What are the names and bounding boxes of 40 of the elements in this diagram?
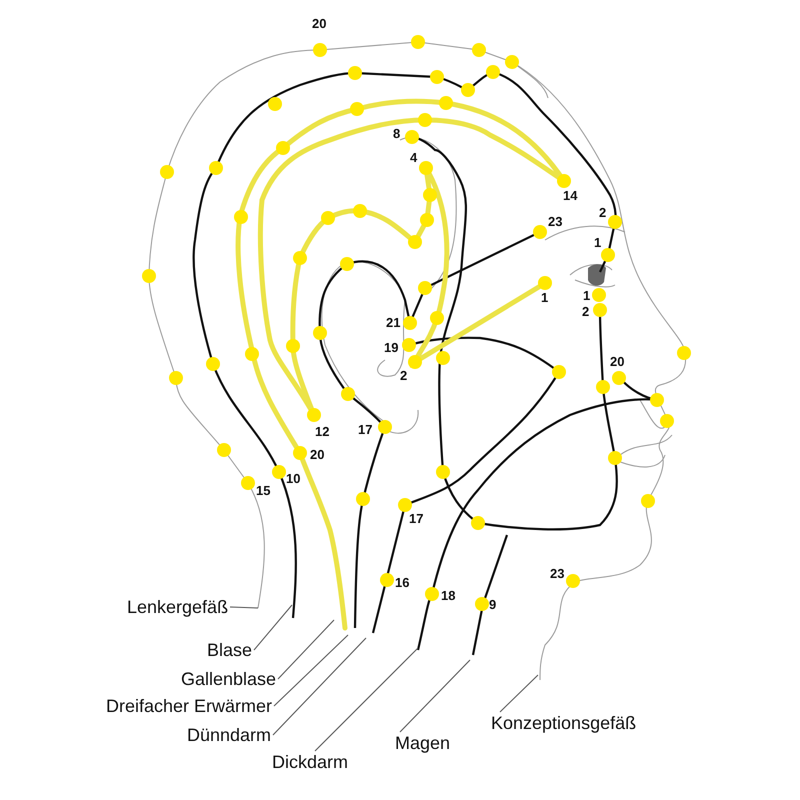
leader-line (254, 604, 292, 650)
point-number: 16 (395, 576, 410, 590)
point-number: 20 (610, 355, 624, 369)
meridian-label: Dreifacher Erwärmer (106, 696, 272, 716)
leader-line (278, 620, 334, 680)
leader-line (274, 634, 348, 706)
leader-line (230, 606, 258, 608)
leader-line (500, 674, 538, 712)
point-number: 1 (594, 236, 602, 250)
point-number: 17 (358, 423, 372, 437)
point-number: 14 (563, 189, 578, 203)
point-number: 19 (384, 341, 398, 355)
point-number: 8 (393, 127, 400, 141)
meridian-label: Gallenblase (181, 669, 276, 689)
meridian-label: Blase (207, 640, 252, 660)
meridian-label: Dickdarm (272, 752, 348, 772)
point-number: 1 (583, 289, 590, 303)
point-number: 1 (541, 291, 548, 305)
point-number: 17 (409, 512, 424, 526)
point-number: 23 (550, 567, 564, 581)
leader-line (400, 660, 470, 732)
point-number: 21 (386, 316, 400, 330)
point-number: 15 (256, 484, 270, 498)
meridian-label: Lenkergefäß (127, 597, 228, 617)
meridian-label: Dünndarm (187, 725, 272, 745)
meridian-label: Magen (395, 733, 450, 753)
leader-line (272, 638, 366, 736)
point-number: 10 (286, 472, 300, 486)
point-number: 20 (312, 17, 326, 31)
point-number: 2 (582, 305, 590, 319)
point-number: 9 (489, 598, 496, 612)
leader-line (314, 648, 418, 752)
point-number: 2 (400, 369, 408, 383)
point-number: 23 (548, 215, 562, 229)
point-number: 2 (599, 206, 606, 220)
point-number: 4 (410, 151, 418, 165)
point-number: 20 (310, 448, 324, 462)
meridian-label: Konzeptionsgefäß (491, 713, 636, 733)
point-number: 18 (441, 589, 456, 603)
point-number: 12 (315, 425, 330, 439)
